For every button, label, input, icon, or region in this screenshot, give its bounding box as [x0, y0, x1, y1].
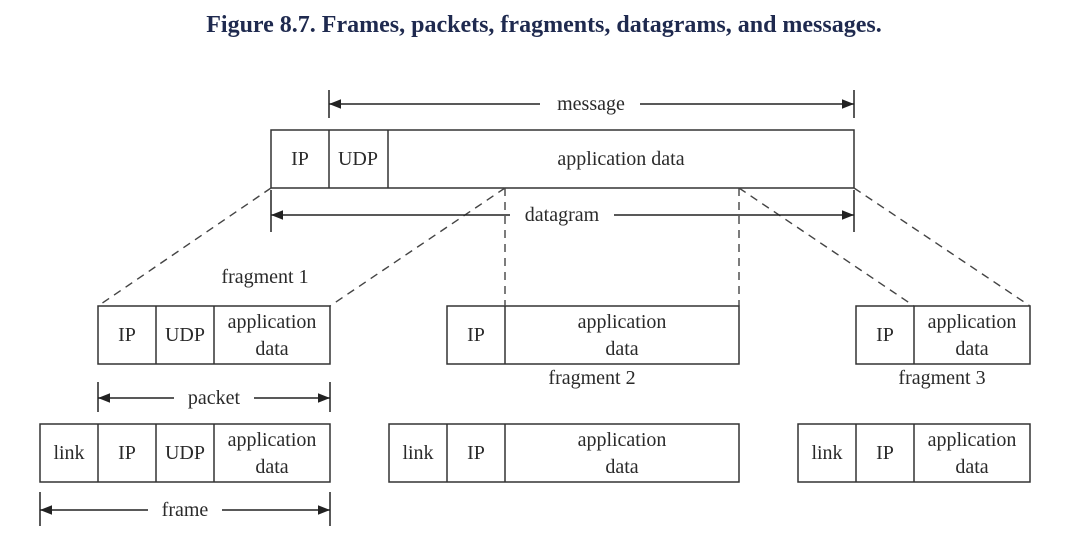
cell-link: link	[402, 442, 433, 464]
cell-data: data	[255, 338, 288, 360]
cell-data: data	[955, 456, 988, 478]
cell-ip: IP	[467, 324, 485, 346]
cell-application: application	[228, 429, 317, 451]
cell-ip: IP	[876, 442, 894, 464]
datagram-label: datagram	[525, 204, 600, 226]
cell-application: application	[228, 311, 317, 333]
cell-data: data	[605, 456, 638, 478]
cell-ip: IP	[118, 324, 136, 346]
cell-application: application	[928, 429, 1017, 451]
cell-data: data	[255, 456, 288, 478]
cell-ip: IP	[118, 442, 136, 464]
packet-label: packet	[188, 387, 241, 409]
datagram-box	[270, 129, 855, 189]
cell-ip: IP	[876, 324, 894, 346]
cell-link: link	[53, 442, 84, 464]
cell-data: data	[955, 338, 988, 360]
fragment-2-label: fragment 2	[548, 367, 635, 389]
cell-application: application	[928, 311, 1017, 333]
cell-link: link	[811, 442, 842, 464]
fragment-3-box	[855, 305, 1031, 365]
cell-application: application	[578, 311, 667, 333]
cell-data: data	[605, 338, 638, 360]
figure-title: Figure 8.7. Frames, packets, fragments, …	[206, 12, 882, 38]
fragment-mapping-lines	[97, 187, 1031, 307]
fragment-1-label: fragment 1	[221, 266, 308, 288]
frame-2-box	[388, 423, 740, 483]
cell-ip: IP	[467, 442, 485, 464]
cell-application-data: application data	[557, 148, 684, 170]
cell-udp: UDP	[165, 442, 205, 464]
cell-udp: UDP	[165, 324, 205, 346]
frame-1-box	[39, 423, 331, 483]
frame-label: frame	[162, 499, 209, 521]
cell-ip: IP	[291, 148, 309, 170]
cell-udp: UDP	[338, 148, 378, 170]
message-label: message	[557, 93, 625, 115]
fragment-2-box	[446, 305, 740, 365]
cell-application: application	[578, 429, 667, 451]
fragment-3-label: fragment 3	[898, 367, 985, 389]
